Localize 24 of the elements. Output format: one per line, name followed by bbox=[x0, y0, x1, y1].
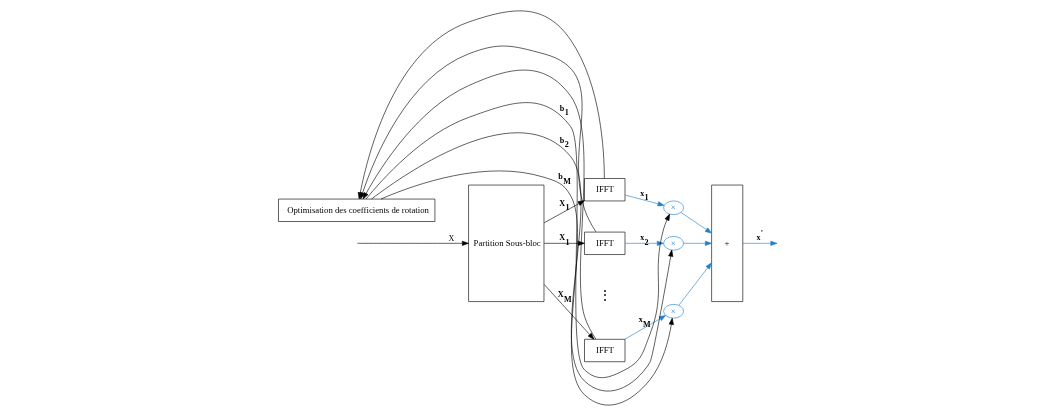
node-box: IFFT bbox=[584, 178, 626, 202]
arrow bbox=[678, 262, 712, 306]
arrow bbox=[362, 69, 597, 340]
node-box: + bbox=[711, 184, 744, 302]
arrow bbox=[683, 240, 712, 246]
arrow bbox=[680, 212, 712, 234]
arrow bbox=[543, 284, 595, 340]
arrow bbox=[624, 194, 665, 207]
arrow bbox=[360, 45, 597, 233]
node-box: Partition Sous-bloc bbox=[468, 184, 545, 302]
arrow bbox=[380, 170, 674, 406]
node-box: IFFT bbox=[584, 231, 626, 255]
arrow bbox=[742, 240, 778, 246]
label: ⋮ bbox=[597, 288, 612, 304]
arrow bbox=[624, 240, 664, 246]
node-ellipse: × bbox=[663, 304, 684, 319]
arrow bbox=[365, 102, 670, 378]
node-box: IFFT bbox=[584, 339, 626, 363]
node-ellipse: × bbox=[663, 200, 684, 215]
arrow bbox=[371, 132, 674, 392]
node-ellipse: × bbox=[663, 236, 684, 251]
arrow bbox=[357, 240, 469, 246]
arrow bbox=[624, 315, 666, 340]
node-box: Optimisation des coefficients de rotation bbox=[278, 198, 436, 222]
